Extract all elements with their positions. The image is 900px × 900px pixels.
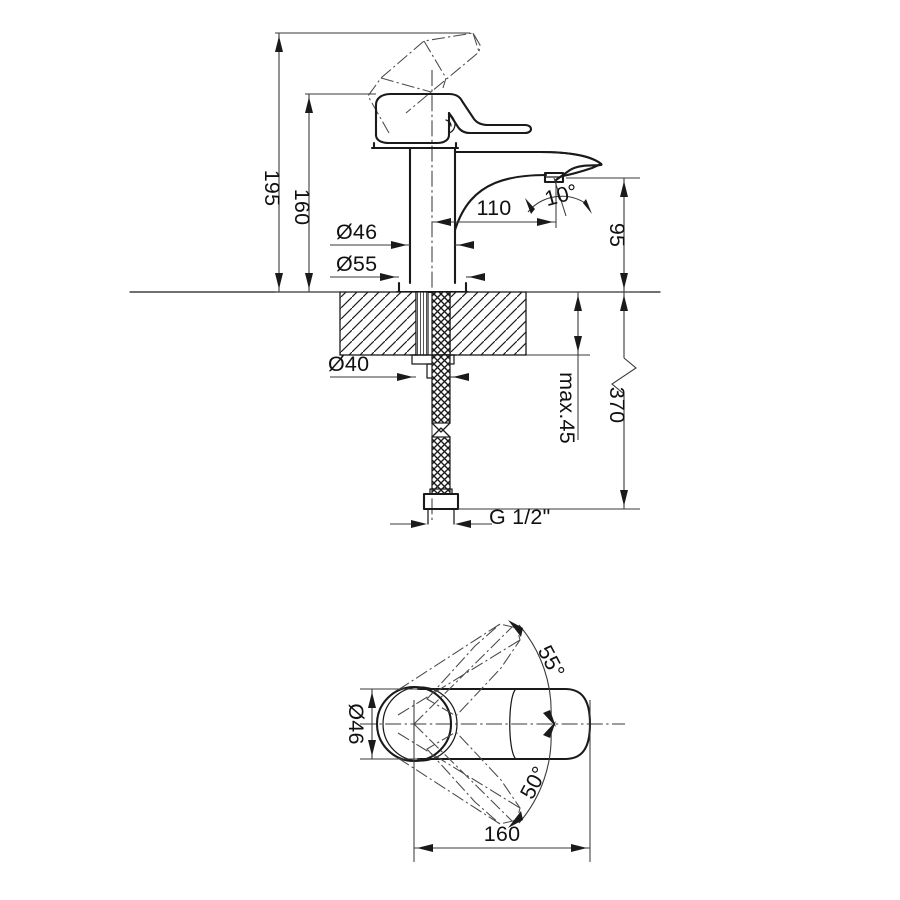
dim-label-d46: Ø46 [336,220,377,244]
dim-d40: Ø40 [328,352,469,381]
dim-angle-10: 10° [525,177,592,217]
side-view-geometry [129,32,661,525]
plan-lever-phantom-positions [397,623,521,825]
dim-label-370: 370 [605,387,629,423]
dim-label-max45: max.45 [555,372,579,444]
lever-open-position-phantom [367,32,481,134]
dim-max45: max.45 [526,292,590,444]
dim-plan-d46: Ø46 [344,688,420,760]
dim-label-d55: Ø55 [336,252,377,276]
dim-label-160: 160 [290,189,314,225]
side-view-dimensions: 195 160 Ø46 Ø55 [260,32,640,529]
dim-label-angle-55: 55° [533,641,570,682]
dim-angle-50: 50° [508,721,556,828]
dim-d46: Ø46 [330,220,474,249]
dim-370: 370 [458,292,640,510]
dim-160: 160 [290,94,314,292]
plan-view-geometry: 55° 50° Ø46 160 [344,620,625,862]
dim-angle-55: 55° [508,620,570,727]
dim-95: 95 [526,177,640,293]
dim-g-thread: G 1/2" [390,505,560,529]
dim-label-195: 195 [260,170,284,206]
dim-d55: Ø55 [330,252,485,281]
dim-label-plan-160: 160 [484,822,520,846]
dim-label-110: 110 [477,196,512,220]
tap-body-spout [408,146,603,285]
dim-label-plan-d46: Ø46 [344,703,368,744]
dim-label-d40: Ø40 [328,352,369,376]
dim-plan-160: 160 [413,700,591,862]
flexible-hose [422,354,460,525]
counter-top-section [129,291,661,356]
dim-110: 110 [432,182,557,228]
lever-handle [374,92,533,145]
dim-label-angle-50: 50° [515,762,552,803]
dim-label-angle-10: 10° [542,179,580,211]
dim-195: 195 [260,33,284,292]
dim-label-g-thread: G 1/2" [489,505,550,529]
dim-label-95: 95 [605,223,629,247]
